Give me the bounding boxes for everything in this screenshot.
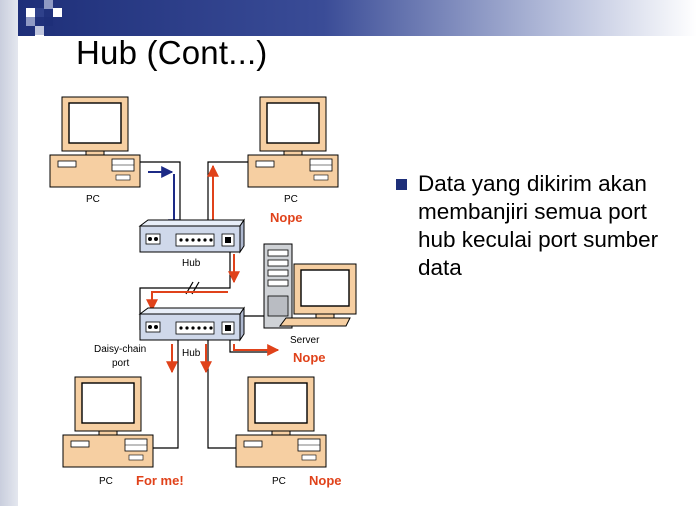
pc-top-left-label: PC xyxy=(86,194,100,205)
server-status: Nope xyxy=(293,350,326,365)
pc-bottom-left-label: PC xyxy=(99,476,113,487)
slide-left-band xyxy=(0,0,18,506)
server-label: Server xyxy=(290,335,320,346)
pc-top-right-label: PC xyxy=(284,194,298,205)
pc-top-right-status: Nope xyxy=(270,210,303,225)
bullet-text: Data yang dikirim akan membanjiri semua … xyxy=(418,171,659,280)
server-icon xyxy=(263,243,357,329)
bullet-square-icon xyxy=(396,179,407,190)
slide-title: Hub (Cont...) xyxy=(76,34,268,71)
data-flow-arrows xyxy=(146,164,280,374)
pc-bottom-right-label: PC xyxy=(272,476,286,487)
hub-bottom-label: Hub xyxy=(182,348,201,359)
hub-top-label: Hub xyxy=(182,258,201,269)
hub-bottom-icon xyxy=(139,307,245,341)
hub-top-icon xyxy=(139,219,245,253)
pc-bottom-left-icon xyxy=(62,376,154,468)
slide-title-bar xyxy=(18,0,697,36)
daisy-chain-label: Daisy-chain xyxy=(94,344,146,355)
daisy-chain-port-label: port xyxy=(112,358,129,369)
pc-top-right-icon xyxy=(247,96,339,188)
pc-bottom-left-status: For me! xyxy=(136,473,184,488)
pc-bottom-right-status: Nope xyxy=(309,473,342,488)
pc-top-left-icon xyxy=(49,96,141,188)
pc-bottom-right-icon xyxy=(235,376,327,468)
